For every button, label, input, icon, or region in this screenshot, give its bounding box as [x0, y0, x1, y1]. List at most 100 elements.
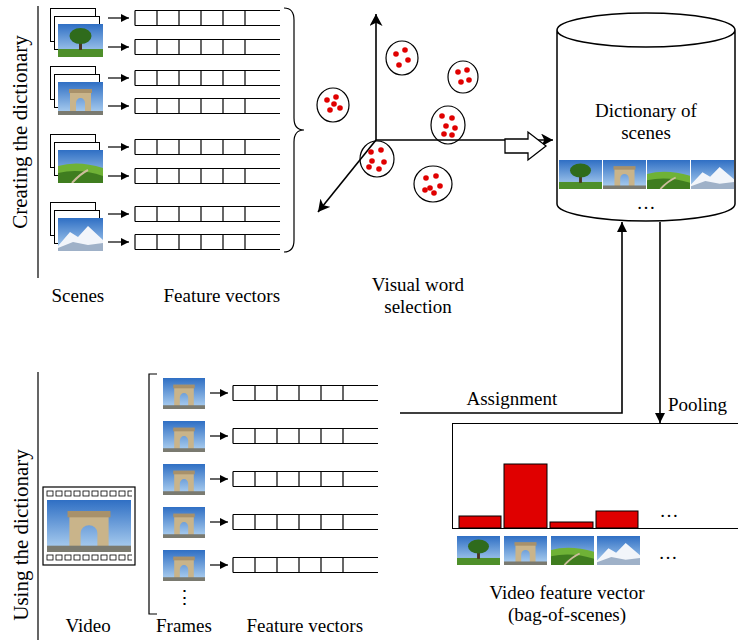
scene-photo — [551, 536, 594, 565]
small-arrow — [108, 241, 129, 242]
cluster-outline — [317, 88, 349, 122]
ellipsis: … — [649, 500, 689, 522]
point — [402, 47, 408, 53]
point — [423, 175, 429, 181]
square-bracket — [149, 374, 157, 614]
small-arrow — [210, 435, 228, 436]
small-arrow — [108, 213, 129, 214]
clusters — [317, 41, 478, 202]
step-caption: Visual word selection — [353, 274, 483, 318]
scene-photo — [691, 160, 734, 189]
arrow-label: Assignment — [467, 388, 558, 410]
point — [433, 173, 439, 179]
axis — [318, 140, 376, 212]
cluster-outline — [414, 166, 452, 202]
point — [366, 164, 372, 170]
feature-vector — [135, 40, 280, 55]
point — [331, 101, 337, 107]
point — [369, 158, 375, 164]
film-holes — [46, 554, 132, 562]
column-caption: Scenes — [52, 285, 105, 307]
small-arrow — [210, 521, 228, 522]
section-label: Creating the dictionary — [8, 35, 32, 229]
feature-vector — [233, 429, 378, 444]
ellipsis: … — [659, 542, 678, 564]
feature-vector — [233, 515, 378, 530]
point — [405, 57, 411, 63]
scene-photo — [597, 536, 640, 565]
frames — [163, 378, 205, 581]
scene-photo — [457, 536, 500, 565]
scene-photo — [58, 82, 103, 115]
scene-stacks — [51, 9, 104, 252]
scene-photo — [647, 160, 690, 189]
feature-vector — [135, 169, 280, 184]
feature-vector — [135, 99, 280, 114]
axis — [375, 14, 377, 140]
film-holes — [46, 490, 132, 498]
point — [368, 149, 374, 155]
dictionary-cylinder: Dictionary of scenes … — [556, 12, 736, 222]
small-arrow — [108, 77, 129, 78]
cluster-outline — [360, 141, 394, 177]
point — [337, 105, 343, 111]
histogram-bar — [504, 464, 547, 528]
cluster-points — [324, 47, 472, 196]
section-label: Using the dictionary — [8, 449, 32, 620]
column-caption: Frames — [156, 615, 212, 637]
video-photo — [47, 500, 131, 552]
curly-bracket — [284, 8, 304, 252]
point — [431, 190, 437, 196]
point — [449, 115, 455, 121]
point — [449, 132, 455, 138]
arrow-label: Pooling — [667, 394, 728, 416]
ellipsis: … — [556, 192, 736, 214]
film-strip — [43, 487, 135, 565]
point — [324, 97, 330, 103]
frame-photo — [163, 378, 205, 409]
film-frame — [43, 487, 135, 565]
point — [422, 187, 428, 193]
small-arrows — [108, 18, 129, 242]
assignment-arrow — [400, 222, 622, 413]
histogram-bar — [459, 516, 501, 528]
scene-photo — [58, 218, 103, 251]
point — [327, 107, 333, 113]
small-arrow — [210, 564, 228, 565]
point — [466, 77, 472, 83]
cylinder-path — [557, 13, 735, 221]
histogram-bar — [596, 511, 638, 528]
feature-vector — [233, 472, 378, 487]
column-caption: Feature vectors — [164, 285, 281, 307]
feature-vector — [135, 207, 280, 222]
point — [452, 125, 458, 131]
scene-photo — [504, 536, 547, 565]
small-arrow — [210, 478, 228, 479]
histogram-bars — [459, 464, 638, 528]
cluster-outline — [386, 41, 418, 75]
histogram-images — [457, 536, 640, 565]
point — [464, 67, 470, 73]
point — [393, 51, 399, 57]
frame-photo — [163, 464, 205, 495]
feature-vector — [135, 235, 280, 250]
point — [396, 62, 402, 68]
scene-photo — [559, 160, 602, 189]
scene-photo — [58, 150, 103, 183]
feature-vector — [233, 558, 378, 573]
point — [378, 147, 384, 153]
dictionary-title: Dictionary of scenes — [576, 100, 716, 144]
small-arrow — [108, 146, 129, 147]
histogram-box: …Video feature vector (bag-of-scenes) — [452, 423, 738, 529]
point — [333, 94, 339, 100]
point — [455, 69, 461, 75]
scene-photo — [58, 24, 103, 57]
frame-photo — [163, 421, 205, 452]
feature-vector — [135, 71, 280, 86]
histogram-bar — [550, 522, 593, 528]
histogram-caption: Video feature vector (bag-of-scenes) — [481, 582, 653, 626]
point — [441, 131, 447, 137]
dictionary-images — [559, 160, 734, 189]
